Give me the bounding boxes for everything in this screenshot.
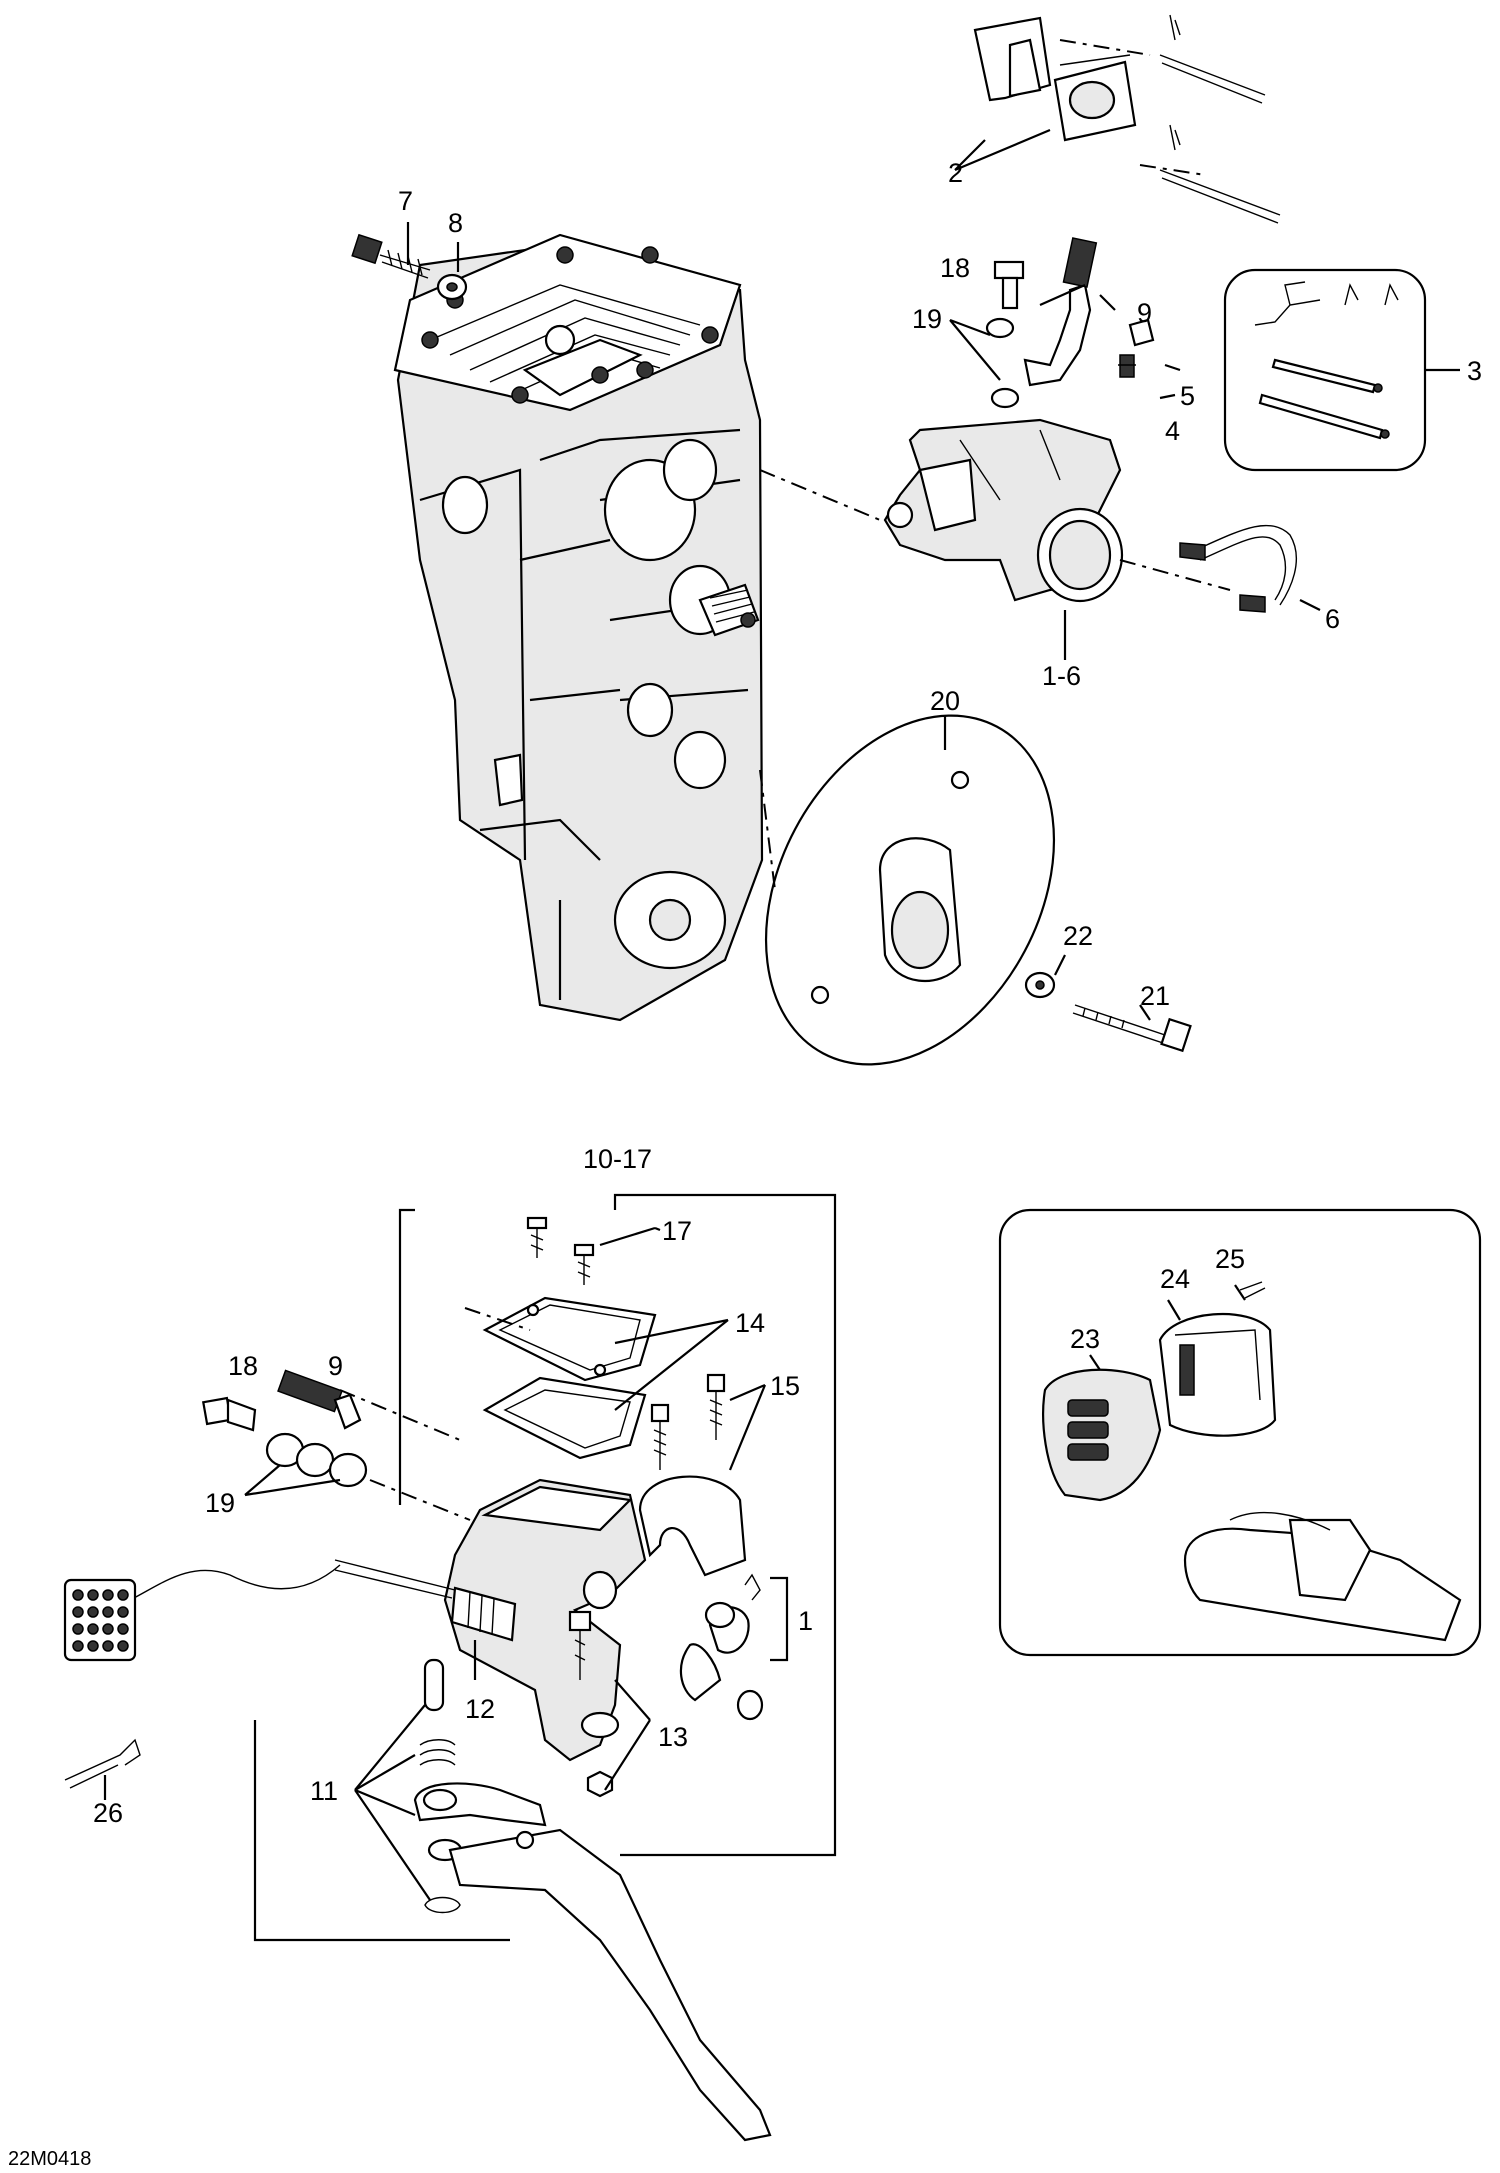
callout-3: 3 [1467,356,1482,386]
callout-13: 13 [658,1722,688,1752]
cover-part-14 [482,1296,657,1382]
callout-18-top: 18 [940,253,970,283]
callout-20: 20 [930,686,960,716]
callout-1: 1 [798,1606,813,1636]
brake-switch-harness [63,1564,341,1662]
brake-hose-part-6 [1179,524,1297,613]
pad-pin-lower [1159,124,1281,224]
callout-17: 17 [662,1216,692,1246]
callout-2: 2 [948,158,963,188]
hose-fitting-part-9-lower [277,1369,362,1430]
callout-24: 24 [1160,1264,1190,1294]
washer-part-22 [1024,971,1056,999]
callout-9-top: 9 [1137,298,1152,328]
callout-10-17: 10-17 [583,1144,652,1174]
pad-pin-upper [1159,14,1266,104]
callout-7: 7 [398,186,413,216]
callout-1-6: 1-6 [1042,661,1081,691]
banjo-bolt-part-18-top [993,260,1025,310]
copper-washers-part-19-top [985,317,1020,409]
callout-9-lower: 9 [328,1351,343,1381]
screws-part-17 [526,1216,595,1285]
callout-5: 5 [1180,381,1195,411]
hose-fitting-part-9-top [1023,237,1098,387]
handlebar-clamp-part-15 [638,1475,747,1577]
brake-pads-part-2 [973,16,1137,142]
clamp-screws-part-15 [650,1373,726,1470]
brake-lever [448,1828,772,2142]
reservoir-cap-part-1 [704,1573,761,1654]
clip-part-26 [64,1738,141,1789]
callout-15: 15 [770,1371,800,1401]
callout-19-lower: 19 [205,1488,235,1518]
callout-8: 8 [448,208,463,238]
drawing-code: 22M0418 [8,2148,91,2170]
diaphragm-part-14 [482,1376,647,1460]
callout-6: 6 [1325,604,1340,634]
callout-21: 21 [1140,981,1170,1011]
master-cylinder-body [443,1478,647,1762]
callout-23: 23 [1070,1324,1100,1354]
callout-19-top: 19 [912,304,942,334]
copper-washers-part-19-lower [265,1432,368,1488]
gearbox-housing [393,233,764,1022]
callout-14: 14 [735,1308,765,1338]
pin-kit-box-part-3 [1223,268,1427,472]
callout-25: 25 [1215,1244,1245,1274]
push-rod-part-12 [334,1559,517,1642]
bolt-part-7 [351,233,431,279]
switch-housing-box [998,1208,1482,1657]
brake-disc-part-20 [764,714,1056,1066]
brake-caliper-assembly [883,418,1124,603]
callout-4: 4 [1165,416,1180,446]
callout-11: 11 [310,1776,338,1806]
bleeder-cap-part-5 [1128,318,1155,347]
washer-part-8 [436,273,468,301]
callout-22: 22 [1063,921,1093,951]
callout-12: 12 [465,1694,495,1724]
bolt-part-21 [1072,1004,1192,1053]
callout-18-lower: 18 [228,1351,258,1381]
banjo-bolt-part-18-lower [201,1396,257,1432]
boot-part-1 [679,1643,764,1721]
bleeder-valve-part-4 [1118,354,1136,378]
callout-26: 26 [93,1798,123,1828]
